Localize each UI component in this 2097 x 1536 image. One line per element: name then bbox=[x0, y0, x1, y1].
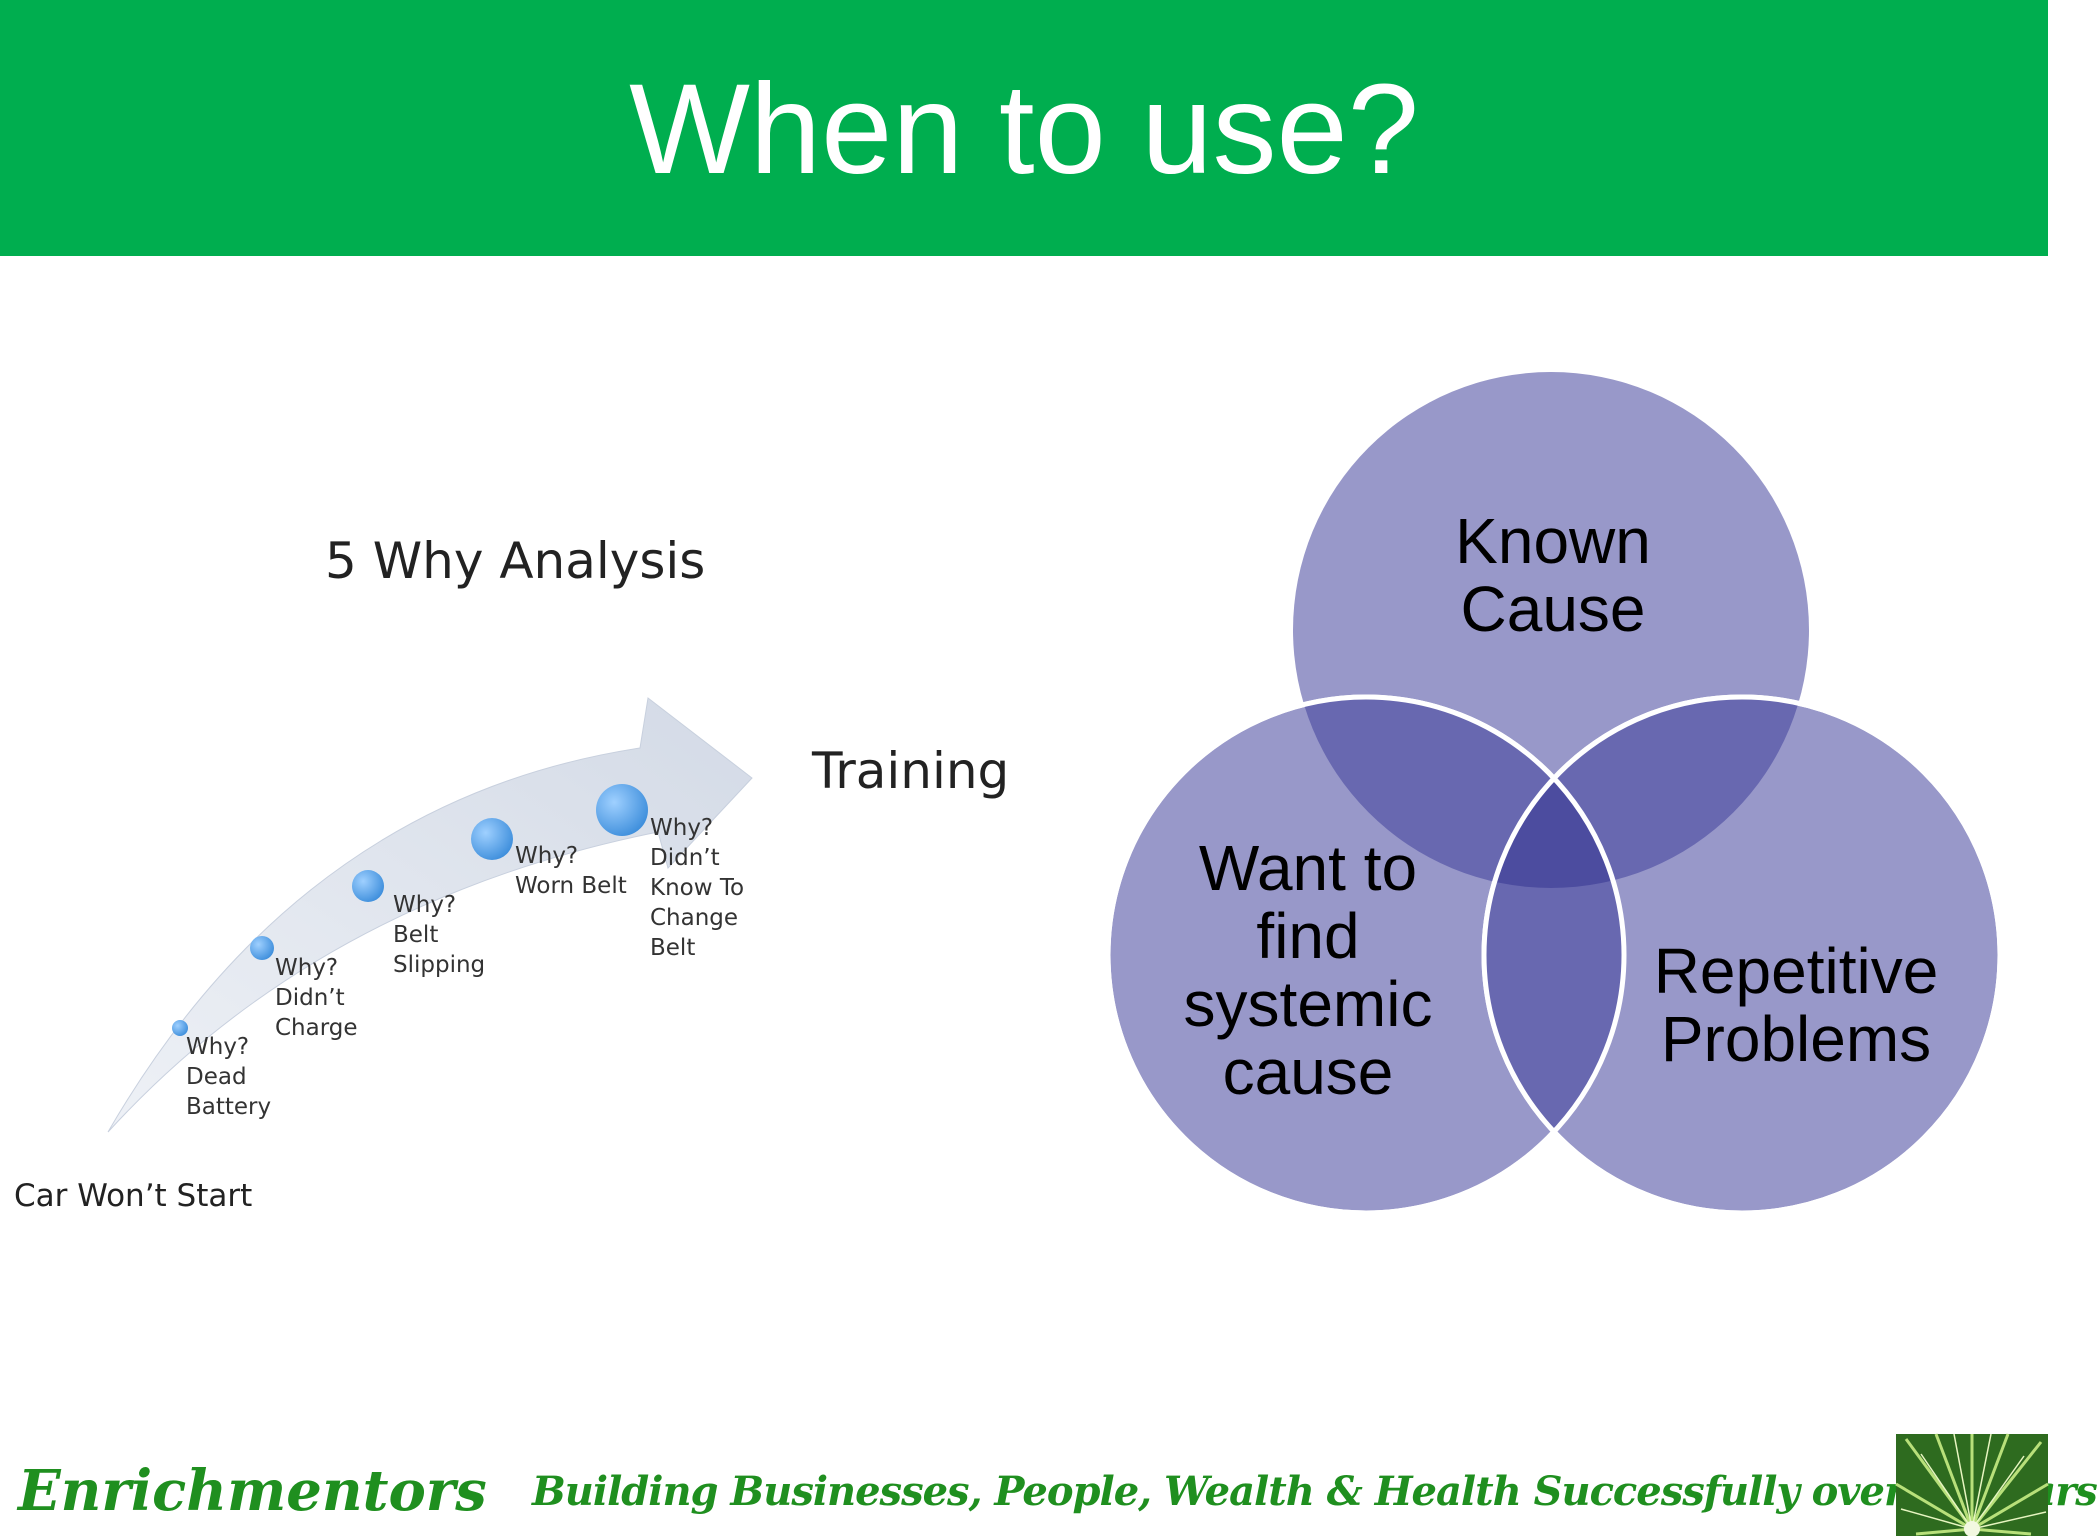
slide-title: When to use? bbox=[629, 58, 1419, 201]
brand-name: Enrichmentors bbox=[18, 1458, 487, 1524]
start-label: Car Won’t Start bbox=[14, 1178, 252, 1214]
tagline: Building Businesses, People, Wealth & He… bbox=[532, 1468, 2097, 1515]
venn-overlap-top-right bbox=[1484, 697, 1809, 888]
why-step-bubble bbox=[250, 936, 274, 960]
why-step-bubble bbox=[172, 1020, 188, 1036]
why-step-bubble bbox=[596, 784, 648, 836]
end-label: Training bbox=[811, 742, 1009, 800]
footer: Enrichmentors Building Businesses, Peopl… bbox=[0, 1420, 2097, 1536]
why-step-bubble bbox=[471, 818, 513, 860]
why-step-bubble bbox=[352, 870, 384, 902]
title-bar: When to use? bbox=[0, 0, 2048, 256]
why-step-label: Why?Worn Belt bbox=[515, 843, 627, 899]
palm-fronds-icon bbox=[1895, 1433, 2049, 1536]
diagram-title: 5 Why Analysis bbox=[325, 532, 705, 590]
venn-overlap-top-left bbox=[1293, 697, 1624, 888]
five-why-diagram: 5 Why Analysis Car Won’t Start Training … bbox=[14, 532, 1009, 1214]
